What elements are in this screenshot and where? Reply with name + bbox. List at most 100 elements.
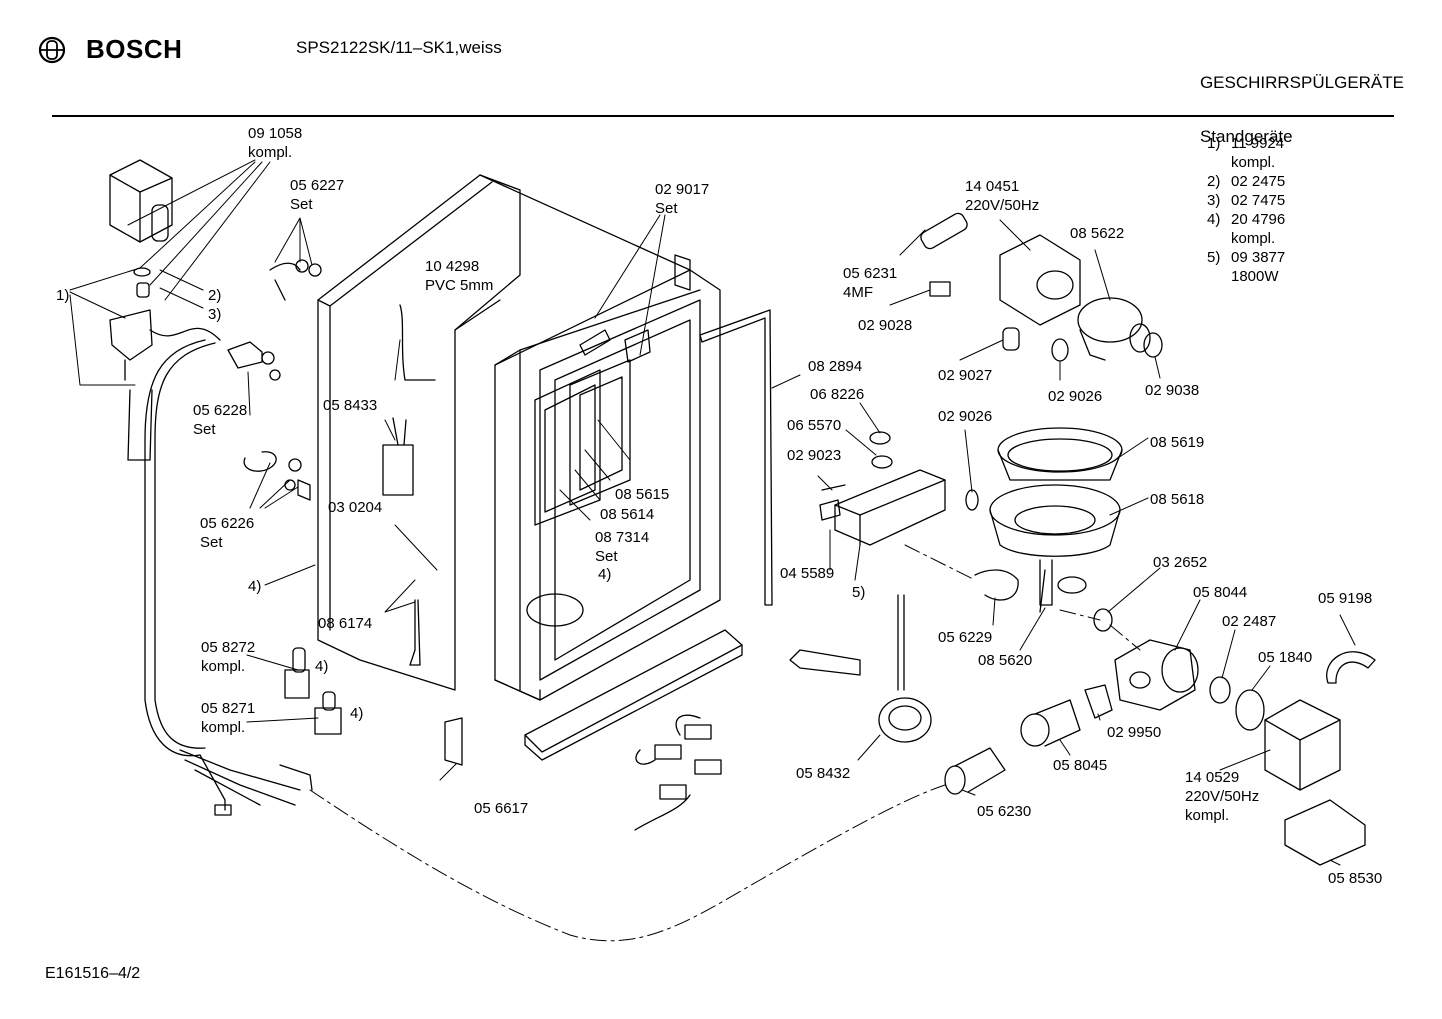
seal-02-9950: [1085, 685, 1112, 718]
callout-02-9026-lower: 02 9026: [938, 408, 993, 425]
hose-fitting-set-middle: [228, 342, 280, 380]
legend-value: 11 9924: [1231, 135, 1285, 152]
cabinet-frame: [480, 175, 720, 700]
legend-row: 1800W: [1207, 267, 1285, 286]
legend-key: [1207, 229, 1231, 248]
sump-lower: [990, 485, 1120, 605]
door-gasket: [700, 310, 772, 605]
hose-connector: [128, 390, 152, 460]
callout-04-5589: 04 5589: [780, 565, 835, 582]
callout-02-9026-upper: 02 9026: [1048, 388, 1103, 405]
sump-upper: [998, 428, 1122, 480]
legend-key: 1): [1207, 135, 1221, 152]
pump-cover-05-8530: [1285, 800, 1365, 865]
callout-05-8045: 05 8045: [1053, 757, 1108, 774]
legend-value: 1800W: [1231, 268, 1279, 285]
pvc-tube: [400, 305, 435, 380]
callout-02-9028: 02 9028: [858, 317, 913, 334]
callout-08-5620: 08 5620: [978, 652, 1033, 669]
callout-03-0204: 03 0204: [328, 499, 383, 516]
legend-key: 4): [1207, 211, 1221, 228]
legend-row: 1) 11 9924: [1207, 134, 1285, 153]
legend-row: kompl.: [1207, 153, 1285, 172]
legend-value: 20 4796: [1231, 211, 1286, 228]
gasket-02-9026-top: [1052, 339, 1068, 361]
product-category: GESCHIRRSPÜLGERÄTE Standgeräte: [1200, 38, 1404, 164]
hose-fitting-set-lower: [244, 452, 310, 500]
spacer-02-9027: [1003, 328, 1019, 350]
heater-assembly: [820, 432, 978, 545]
bracket-02-9028: [930, 282, 950, 296]
callout-06-5570: 06 5570: [787, 417, 842, 434]
bosch-logo: BOSCH: [38, 34, 182, 65]
callout-08-6174: 08 6174: [318, 615, 373, 632]
cable-harness-end: [180, 750, 312, 815]
model-number: SPS2122SK/11–SK1,weiss: [296, 38, 502, 57]
drain-connector-05-6230: [945, 748, 1005, 794]
capacitor-05-6231: [919, 211, 970, 251]
sensor-tube: [898, 595, 904, 690]
callout-08-5615: 08 5615: [615, 486, 670, 503]
legend-value: 09 3877: [1231, 249, 1286, 266]
callout-05-9198: 05 9198: [1318, 590, 1373, 607]
category-subtitle: Standgeräte: [1199, 127, 1293, 146]
callout-ref-4-pressostat-upper: 4): [315, 658, 329, 675]
connector-tube-08-5620: [1040, 570, 1045, 612]
clip-05-9198: [1327, 652, 1375, 683]
legend-row: 2)02 2475: [1207, 172, 1285, 191]
callout-05-6229: 05 6229: [938, 629, 993, 646]
legend-key: 5): [1207, 249, 1221, 266]
legend-key: [1207, 267, 1231, 286]
bosch-armature-icon: [38, 36, 66, 64]
callout-ref-1: 1): [56, 287, 70, 304]
callout-02-9027: 02 9027: [938, 367, 993, 384]
legend-row: 3)02 7475: [1207, 191, 1285, 210]
header-divider: [52, 115, 1394, 117]
outlet-05-8045: [1021, 700, 1080, 746]
hose-fitting-set-upper: [270, 260, 321, 300]
callout-05-6230: 05 6230: [977, 803, 1032, 820]
callout-05-8530: 05 8530: [1328, 870, 1383, 887]
wiring-connectors: [635, 715, 721, 830]
callout-ref-4-pressostat-lower: 4): [350, 705, 364, 722]
callout-08-5614: 08 5614: [600, 506, 655, 523]
callout-05-8433: 05 8433: [323, 397, 378, 414]
callout-08-5618: 08 5618: [1150, 491, 1205, 508]
legend-key: [1207, 153, 1231, 172]
callout-02-9038: 02 9038: [1145, 382, 1200, 399]
callout-ref-4-panel: 4): [248, 578, 262, 595]
callout-03-2652: 03 2652: [1153, 554, 1208, 571]
pressure-switch-05-8271: [315, 692, 341, 734]
gasket-03-2652: [1094, 609, 1112, 631]
seal-02-2487: [1210, 677, 1230, 703]
legend-row: kompl.: [1207, 229, 1285, 248]
pressure-switch-05-8272: [285, 648, 309, 698]
leader-lines: [70, 160, 1355, 865]
callout-05-1840: 05 1840: [1258, 649, 1313, 666]
base-rails: [495, 630, 742, 760]
callout-02-9950: 02 9950: [1107, 724, 1162, 741]
label-plate: [445, 718, 462, 765]
callout-02-9023: 02 9023: [787, 447, 842, 464]
category-title: GESCHIRRSPÜLGERÄTE: [1199, 73, 1404, 92]
callout-05-8432: 05 8432: [796, 765, 851, 782]
supply-hose: [145, 340, 205, 756]
legend-value: kompl.: [1231, 154, 1276, 171]
callout-ref-3: 3): [208, 306, 222, 323]
bracket-05-8432: [790, 650, 860, 675]
legend-key: 2): [1207, 173, 1221, 190]
aquastop-valve: [110, 160, 172, 242]
